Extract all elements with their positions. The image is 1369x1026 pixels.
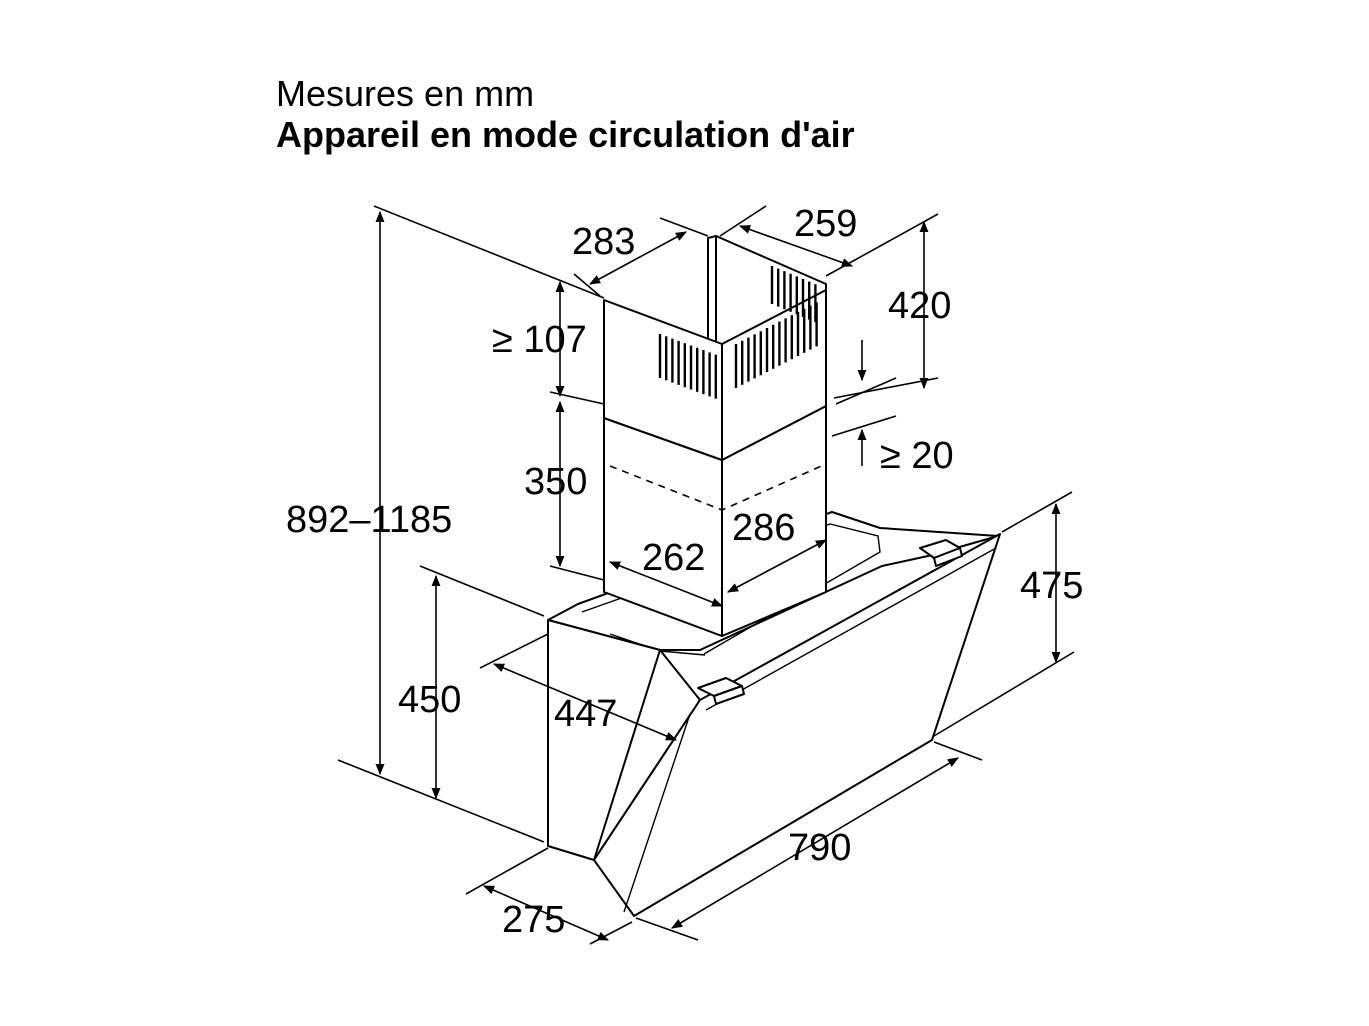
units-caption: Mesures en mm (276, 73, 535, 114)
vent-slots-left (658, 334, 717, 399)
hood-glass-edge (705, 547, 997, 711)
dim-label-420: 420 (888, 285, 951, 327)
dim-line-275 (482, 885, 610, 941)
dim-label-283: 283 (572, 221, 635, 263)
dim-label-892-1185: 892–1185 (286, 499, 452, 541)
dim-label-20: ≥ 20 (880, 435, 954, 477)
dimension-labels: 283 259 420 ≥ 107 350 ≥ 20 892–1185 286 … (286, 203, 1083, 941)
dim-line-286 (727, 539, 827, 593)
upper-chimney-back-left (707, 235, 717, 349)
lower-chimney-overlap-line (609, 463, 827, 511)
dim-line-447 (492, 663, 678, 741)
vent-slots-back (770, 266, 817, 323)
dim-label-447: 447 (554, 693, 617, 735)
dim-label-475: 475 (1020, 565, 1083, 607)
diagram-header: Mesures en mm Appareil en mode circulati… (276, 74, 855, 156)
dim-label-790: 790 (788, 827, 851, 869)
hinge-left (697, 677, 745, 705)
dim-label-350: 350 (524, 461, 587, 503)
dim-label-275: 275 (502, 899, 565, 941)
hinge-right (919, 539, 963, 567)
upper-chimney (603, 235, 827, 461)
vent-slots-right (734, 302, 818, 388)
dim-line-283 (589, 231, 687, 285)
dim-label-259: 259 (794, 203, 857, 245)
dim-label-262: 262 (642, 537, 705, 579)
dimension-lines (337, 205, 1075, 945)
diagram-title: Appareil en mode circulation d'air (276, 114, 855, 155)
dim-label-450: 450 (398, 679, 461, 721)
hood-glass-inner (623, 713, 691, 913)
dim-line-262 (608, 561, 724, 607)
dim-line-790 (671, 757, 959, 929)
dim-label-286: 286 (732, 507, 795, 549)
dim-label-107: ≥ 107 (492, 319, 587, 361)
dim-line-259 (738, 225, 854, 267)
